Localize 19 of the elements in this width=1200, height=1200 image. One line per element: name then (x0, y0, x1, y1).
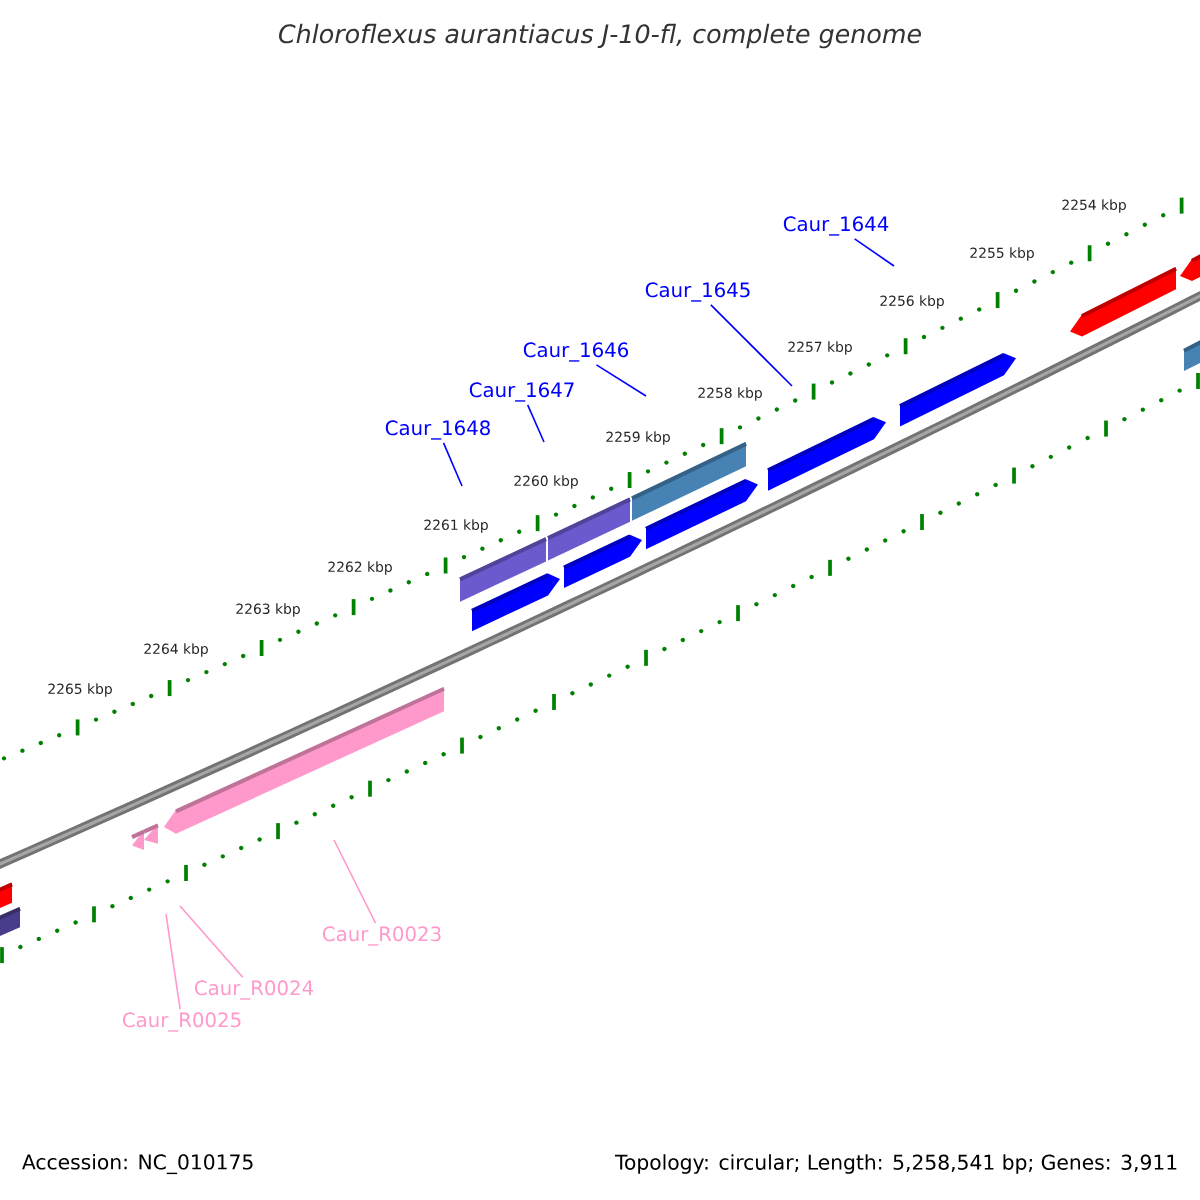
footer-text: Accession: NC_010175 (22, 1153, 253, 1175)
gene-label: Caur_1647 (469, 382, 574, 402)
leader-line (595, 364, 647, 397)
gene-label: Caur_R0024 (195, 980, 314, 1000)
gene-label: Caur_1644 (783, 216, 889, 236)
leader-line (442, 442, 463, 487)
leader-line (165, 913, 181, 1010)
gene-label: Caur_R0025 (123, 1012, 241, 1032)
footer-text: Topology: circular; Length: 5,258,541 bp; Genes: 3,911 (614, 1154, 1177, 1174)
leader-line (179, 905, 244, 978)
gene-label: Caur_R0023 (323, 926, 441, 946)
title: Chloroflexus aurantiacus J-10-fl, complete genome (279, 23, 921, 49)
leader-line (853, 238, 895, 267)
leader-line (526, 404, 545, 443)
gene-label: Caur_1645 (645, 282, 750, 302)
gene-label: Caur_1646 (523, 342, 629, 362)
gene-label: Caur_1648 (385, 420, 490, 440)
leader-line (710, 304, 793, 387)
leader-line (333, 839, 377, 924)
